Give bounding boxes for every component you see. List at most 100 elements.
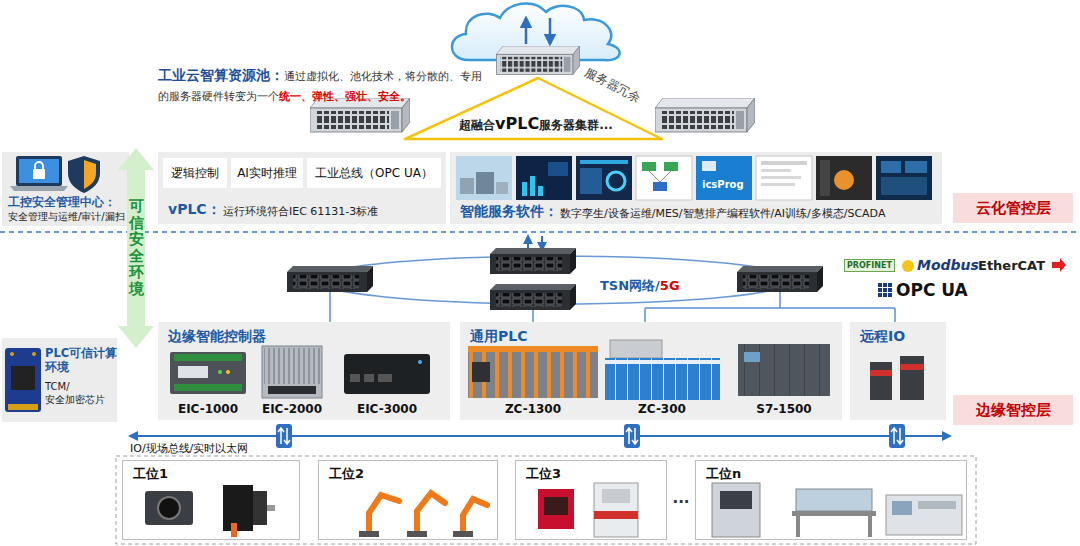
field-bus [278, 428, 284, 444]
industrial-robots [359, 531, 379, 537]
remote-io-panel: 远程IO [850, 322, 946, 420]
remote-io-modules [900, 356, 924, 400]
general-plcs [738, 344, 830, 396]
software-screenshots [607, 172, 625, 190]
protocol-logos [902, 260, 914, 272]
workstation-box: 工位3 [515, 460, 667, 540]
trust-arrow-band: 可信安全环境 [118, 148, 154, 348]
edge-controllers [174, 384, 242, 391]
layer-divider [0, 231, 1080, 232]
general-plcs [605, 360, 720, 364]
security-icons [35, 162, 43, 169]
software-screenshots [905, 161, 927, 173]
field-bus [284, 428, 290, 444]
panel-heading: vPLC： [168, 201, 221, 219]
software-screenshots [548, 162, 568, 176]
software-screenshots [580, 168, 602, 194]
tcm-chip-board [5, 348, 41, 412]
protocol-logo: Modbus [917, 257, 979, 273]
protocol-logos [888, 283, 892, 287]
tsn-network [287, 266, 373, 292]
panel-heading: 边缘智能控制器 [168, 328, 266, 346]
tsn-network [330, 292, 895, 322]
industrial-robots [407, 531, 427, 537]
software-screenshots [820, 160, 830, 196]
workstation-box: 工位2 [318, 460, 498, 540]
production-equipment [796, 489, 872, 511]
general-plcs [605, 358, 720, 400]
tcm-chip-board [11, 366, 35, 390]
camera-and-servo [158, 497, 180, 519]
software-screenshots [761, 169, 791, 172]
device-name: EIC-3000 [352, 402, 422, 416]
tsn-network [645, 307, 895, 309]
general-plcs [744, 352, 760, 362]
tsn-network [527, 236, 529, 250]
cluster-label: 服务器集群... [539, 118, 613, 132]
software-screenshots [702, 161, 716, 171]
workstation-name: 工位1 [133, 465, 168, 483]
text-line: 工业云智算资源池：通过虚拟化、池化技术，将分散的、专用的服务器硬件转变为一个统一… [158, 66, 490, 106]
edge-controllers [378, 374, 392, 382]
title-highlight: 统一、弹性、强壮、安全。 [279, 90, 411, 103]
industrial-robots [463, 499, 487, 533]
function-text: AI实时推理 [237, 165, 297, 182]
network-label: TSN网络/ [600, 278, 660, 293]
protocol-logos [878, 288, 882, 292]
software-screenshots [816, 156, 872, 200]
field-bus [897, 428, 903, 444]
workstation-frame [116, 456, 976, 544]
software-screenshots [496, 182, 508, 194]
software-screenshots [881, 161, 901, 173]
workstation-box: 工位n [695, 460, 967, 540]
tsn-network [287, 236, 895, 322]
software-screenshots [876, 156, 932, 200]
panel-heading: 智能服务软件： [460, 203, 558, 221]
field-bus [130, 435, 950, 437]
security-icons [10, 186, 68, 191]
production-equipment [792, 511, 876, 516]
industrial-robots [369, 493, 487, 533]
software-screenshots [522, 182, 527, 196]
controller-panel: 边缘智能控制器EIC-1000EIC-2000EIC-3000 [158, 322, 450, 420]
security-icons [33, 169, 45, 179]
text-line: TSN网络/5G [600, 275, 680, 295]
edge-controllers [174, 354, 242, 361]
protocol-logos [883, 293, 887, 297]
camera-and-servo [253, 491, 267, 525]
production-equipment [892, 501, 912, 515]
workstation-name: 工位n [706, 465, 741, 483]
tsn-network [532, 310, 534, 322]
general-plcs [468, 346, 598, 352]
software-screenshots [696, 156, 752, 200]
software-screenshots [530, 176, 535, 196]
function-box: 逻辑控制 [163, 158, 227, 188]
edge-controllers [178, 366, 208, 378]
industrial-robots [417, 493, 445, 533]
network-label: 5G [660, 278, 680, 293]
field-bus [624, 424, 640, 448]
panel-body: 数字孪生/设备运维/MES/智慧排产编程软件/AI训练/多模态/SCADA [560, 206, 885, 221]
edge-controllers [344, 354, 430, 394]
security-icons [84, 160, 96, 189]
software-screenshots [653, 182, 667, 191]
edge-controllers [218, 370, 222, 374]
field-bus [889, 424, 905, 448]
tsn-network [490, 284, 576, 310]
server-cluster [655, 98, 755, 132]
function-text: 工业总线（OPC UA） [315, 165, 433, 182]
cluster-label: vPLC [495, 114, 539, 133]
software-screenshots [538, 186, 543, 196]
layer-tag: 云化管控层 [953, 193, 1073, 223]
remote-io-modules [870, 370, 892, 376]
function-box: 工业总线（OPC UA） [307, 158, 441, 188]
tsn-network [329, 292, 331, 322]
software-panel: 智能服务软件：数字孪生/设备运维/MES/智慧排产编程软件/AI训练/多模态/S… [450, 152, 942, 224]
function-box: AI实时推理 [231, 158, 303, 188]
software-screenshots [664, 162, 678, 171]
panel-heading: 远程IO [860, 328, 905, 346]
camera-and-servo [267, 505, 275, 511]
field-bus [130, 424, 950, 448]
server-cluster [496, 46, 579, 74]
